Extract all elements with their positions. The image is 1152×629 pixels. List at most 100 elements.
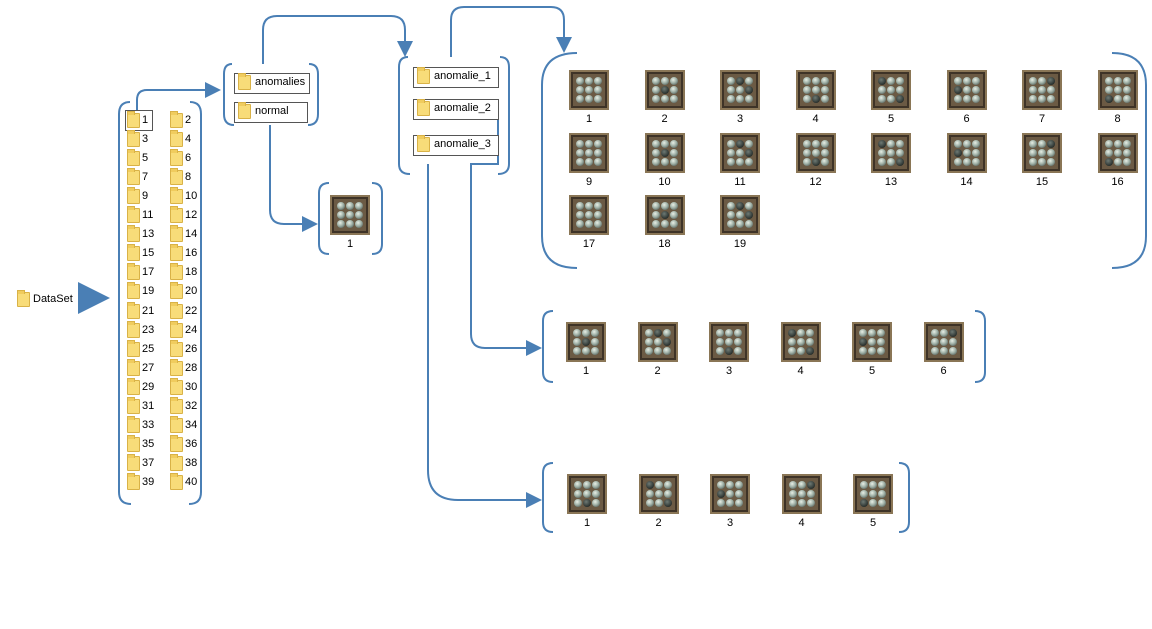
image-thumbnail[interactable]: 5 xyxy=(871,70,911,126)
image-cell xyxy=(645,499,654,507)
image-cell xyxy=(820,86,829,94)
numbered-folder[interactable]: 9 xyxy=(127,187,163,205)
image-thumbnail[interactable]: 19 xyxy=(720,195,760,251)
numbered-folder[interactable]: 18 xyxy=(170,263,206,281)
image-thumbnail[interactable]: 1 xyxy=(567,474,607,530)
image-thumbnail[interactable]: 10 xyxy=(644,132,685,189)
image-thumbnail[interactable]: 17 xyxy=(569,195,609,251)
folder-item[interactable]: normal xyxy=(234,102,308,123)
numbered-folder[interactable]: 26 xyxy=(170,339,206,357)
numbered-folder[interactable]: 14 xyxy=(170,225,206,243)
image-icon xyxy=(710,474,750,514)
image-thumbnail[interactable]: 18 xyxy=(644,195,685,251)
numbered-folder[interactable]: 10 xyxy=(170,187,206,205)
image-thumbnail[interactable]: 4 xyxy=(780,322,821,378)
image-cell xyxy=(337,202,345,210)
bracket-a3-right xyxy=(898,462,910,533)
numbered-folder[interactable]: 5 xyxy=(127,149,163,167)
folder-label: 28 xyxy=(185,361,198,374)
root-folder[interactable]: DataSet xyxy=(16,290,76,307)
numbered-folder[interactable]: 7 xyxy=(127,168,163,186)
image-thumbnail[interactable]: 7 xyxy=(1022,70,1062,126)
image-thumbnail[interactable]: 11 xyxy=(720,132,760,189)
image-thumbnail[interactable]: 6 xyxy=(923,322,964,378)
numbered-folder[interactable]: 23 xyxy=(127,320,163,338)
image-thumbnail[interactable]: 15 xyxy=(1022,132,1062,189)
numbered-folder[interactable]: 25 xyxy=(127,339,163,357)
numbered-folder[interactable]: 20 xyxy=(170,282,206,300)
image-cell xyxy=(1104,157,1113,166)
image-thumbnail[interactable]: 6 xyxy=(946,70,987,126)
image-cell xyxy=(576,148,584,157)
numbered-folder[interactable]: 13 xyxy=(127,225,163,243)
image-cell xyxy=(962,148,971,157)
image-cell xyxy=(727,220,735,228)
image-thumbnail[interactable]: 9 xyxy=(569,132,609,189)
image-thumbnail[interactable]: 1 xyxy=(330,195,370,251)
numbered-folder[interactable]: 8 xyxy=(170,168,206,186)
numbered-folder[interactable]: 28 xyxy=(170,358,206,376)
image-cell xyxy=(962,77,971,85)
numbered-folder[interactable]: 32 xyxy=(170,396,206,414)
image-label: 7 xyxy=(1038,113,1046,125)
image-thumbnail[interactable]: 14 xyxy=(946,132,987,189)
numbered-folder[interactable]: 35 xyxy=(127,434,163,452)
image-thumbnail[interactable]: 16 xyxy=(1097,132,1138,189)
numbered-folder[interactable]: 34 xyxy=(170,415,206,433)
numbered-folder[interactable]: 29 xyxy=(127,377,163,395)
numbered-folder[interactable]: 24 xyxy=(170,320,206,338)
image-thumbnail[interactable]: 4 xyxy=(781,474,822,530)
numbered-folder[interactable]: 27 xyxy=(127,358,163,376)
image-thumbnail[interactable]: 2 xyxy=(637,322,678,378)
numbered-folder[interactable]: 38 xyxy=(170,453,206,471)
image-cell xyxy=(788,490,797,498)
numbered-folder[interactable]: 12 xyxy=(170,206,206,224)
image-thumbnail[interactable]: 12 xyxy=(795,132,836,189)
numbered-folder[interactable]: 40 xyxy=(170,472,206,490)
image-thumbnail[interactable]: 1 xyxy=(566,322,606,378)
folder-item[interactable]: anomalie_1 xyxy=(413,67,499,88)
image-thumbnail[interactable]: 13 xyxy=(871,132,911,189)
folder-icon xyxy=(170,263,183,281)
folder-item[interactable]: anomalies xyxy=(234,73,310,94)
image-thumbnail[interactable]: 8 xyxy=(1097,70,1138,126)
numbered-folder[interactable]: 17 xyxy=(127,263,163,281)
folder-icon xyxy=(170,320,183,338)
numbered-folder[interactable]: 33 xyxy=(127,415,163,433)
image-thumbnail[interactable]: 2 xyxy=(644,70,685,126)
image-thumbnail[interactable]: 3 xyxy=(709,322,749,378)
image-cell xyxy=(574,499,582,507)
numbered-folder[interactable]: 22 xyxy=(170,301,206,319)
folder-item[interactable]: anomalie_3 xyxy=(413,135,499,156)
numbered-folder[interactable]: 21 xyxy=(127,301,163,319)
numbered-folder[interactable]: 30 xyxy=(170,377,206,395)
numbered-folder[interactable]: 3 xyxy=(127,130,163,148)
image-thumbnail[interactable]: 1 xyxy=(569,70,609,126)
image-cell xyxy=(802,139,811,148)
numbered-folder[interactable]: 16 xyxy=(170,244,206,262)
numbered-folder[interactable]: 36 xyxy=(170,434,206,452)
numbered-folder[interactable]: 37 xyxy=(127,453,163,471)
numbered-folder[interactable]: 2 xyxy=(170,111,206,128)
numbered-folder[interactable]: 19 xyxy=(127,282,163,300)
image-cell xyxy=(660,220,669,228)
image-cell xyxy=(811,77,820,85)
image-thumbnail[interactable]: 5 xyxy=(853,474,893,530)
numbered-folder[interactable]: 6 xyxy=(170,149,206,167)
numbered-folder[interactable]: 11 xyxy=(127,206,163,224)
numbered-folder[interactable]: 1 xyxy=(125,110,163,131)
numbered-folder[interactable]: 4 xyxy=(170,130,206,148)
image-label: 4 xyxy=(797,365,804,377)
image-thumbnail[interactable]: 3 xyxy=(720,70,760,126)
numbered-folder[interactable]: 31 xyxy=(127,396,163,414)
image-cell xyxy=(953,86,962,94)
numbered-folder[interactable]: 15 xyxy=(127,244,163,262)
image-thumbnail[interactable]: 4 xyxy=(795,70,836,126)
image-thumbnail[interactable]: 2 xyxy=(638,474,679,530)
folder-item[interactable]: anomalie_2 xyxy=(413,99,499,120)
image-thumbnail[interactable]: 5 xyxy=(852,322,892,378)
folder-icon xyxy=(417,135,430,152)
image-thumbnail[interactable]: 3 xyxy=(710,474,750,530)
numbered-folder[interactable]: 39 xyxy=(127,472,163,490)
bracket-a2-right xyxy=(974,310,986,383)
